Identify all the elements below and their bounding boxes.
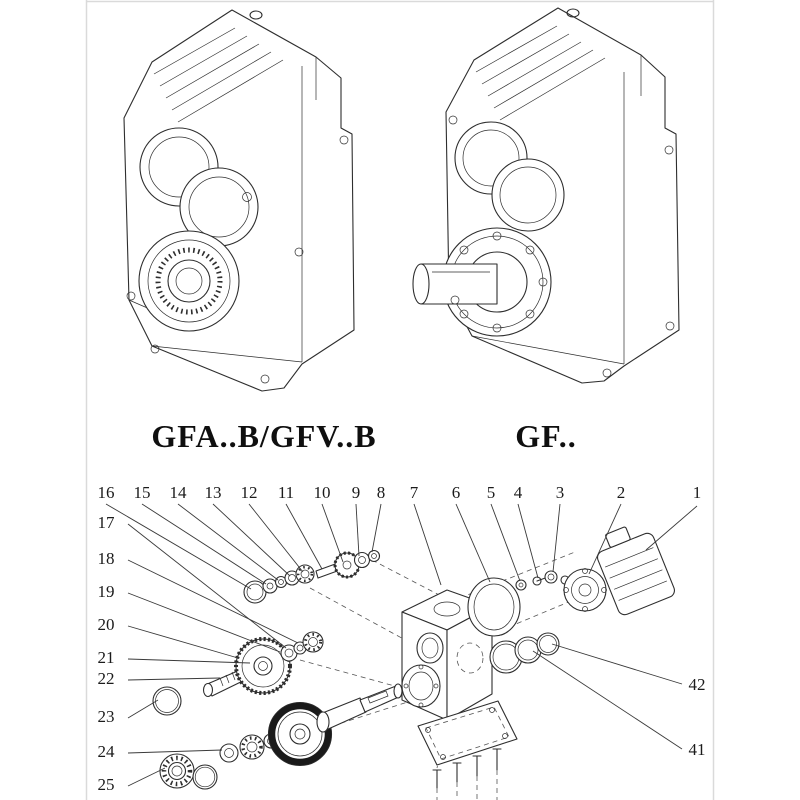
leader-line-17 [127, 523, 287, 649]
callout-6: 6 [452, 483, 461, 502]
snap-ring [192, 764, 218, 790]
caption-right: GF.. [515, 418, 577, 454]
housing-edges [471, 55, 677, 365]
caption-left: GFA..B/GFV..B [151, 418, 376, 454]
leader-line-15 [141, 503, 267, 585]
leader-line-6 [455, 503, 491, 583]
leader-line-18 [127, 559, 299, 644]
callout-18: 18 [98, 549, 115, 568]
upper-bore [416, 632, 444, 664]
callout-1: 1 [693, 483, 702, 502]
terminal-box [605, 526, 631, 548]
callouts-right: 42 41 [689, 675, 706, 759]
gear-housing [401, 589, 493, 721]
output-bearing [138, 230, 240, 332]
page-edges [85, 0, 715, 800]
bolt-holes [126, 135, 349, 384]
seal-ring [152, 686, 182, 716]
callout-22: 22 [98, 669, 115, 688]
leader-line-25 [127, 767, 166, 787]
washer [367, 549, 381, 563]
motor-body [597, 526, 675, 616]
cover-gasket [467, 577, 521, 637]
callout-11: 11 [278, 483, 294, 502]
leader-line-1 [645, 505, 698, 551]
leader-line-24 [127, 749, 223, 754]
fasteners [515, 570, 570, 591]
gearbox-drawing-gfab [123, 9, 355, 392]
callouts-left: 17 18 19 20 21 22 23 24 25 [98, 513, 116, 794]
bolt-holes [448, 115, 675, 378]
input-shaft-parts [243, 549, 381, 604]
callout-19: 19 [98, 582, 115, 601]
leader-line-14 [177, 503, 279, 581]
leader-line-9 [355, 503, 360, 557]
output-gear-cluster [159, 683, 403, 790]
leader-line-19 [127, 592, 281, 653]
callout-7: 7 [410, 483, 419, 502]
washer [515, 579, 527, 591]
leader-line-20 [127, 625, 239, 659]
callout-12: 12 [241, 483, 258, 502]
washer [353, 551, 371, 569]
leader-line-3 [552, 503, 561, 573]
callout-20: 20 [98, 615, 115, 634]
input-bores [454, 121, 565, 232]
washer [219, 743, 239, 763]
leader-line-11 [285, 503, 323, 570]
intermediate-gear-cluster [152, 631, 324, 716]
leader-line-7 [413, 503, 442, 586]
callout-2: 2 [617, 483, 626, 502]
leader-line-2 [588, 503, 622, 575]
callout-14: 14 [170, 483, 188, 502]
callout-24: 24 [98, 742, 116, 761]
leader-line-4 [517, 503, 539, 579]
callout-9: 9 [352, 483, 361, 502]
lifting-eye-hole [249, 10, 263, 20]
callout-15: 15 [134, 483, 151, 502]
cooling-fins [153, 27, 284, 123]
callout-16: 16 [98, 483, 115, 502]
callout-21: 21 [98, 648, 115, 667]
leader-line-22 [127, 677, 221, 681]
callout-42: 42 [689, 675, 706, 694]
leader-line-8 [371, 503, 382, 553]
leader-line-42 [551, 643, 683, 685]
mounting-plate [417, 700, 518, 766]
leader-line-13 [212, 503, 291, 577]
washer [262, 578, 278, 594]
callout-41: 41 [689, 740, 706, 759]
callout-17: 17 [98, 513, 116, 532]
leader-line-23 [127, 699, 159, 719]
cooling-fins [475, 25, 606, 121]
callout-8: 8 [377, 483, 386, 502]
leader-line-16 [105, 503, 252, 590]
callout-5: 5 [487, 483, 496, 502]
gearbox-drawing-gf [412, 7, 680, 384]
motor-flange [563, 568, 607, 612]
leader-line-5 [490, 503, 521, 582]
exploded-view: 16 15 14 13 12 11 10 9 8 7 6 5 4 3 2 1 1… [98, 483, 706, 800]
shim-rings [489, 632, 560, 674]
leader-line-10 [321, 503, 344, 563]
callout-3: 3 [556, 483, 565, 502]
leader-lines [105, 503, 698, 787]
plate-bolts [432, 748, 502, 800]
lifting-eye-hole [566, 8, 580, 18]
callout-25: 25 [98, 775, 115, 794]
callouts-top: 16 15 14 13 12 11 10 9 8 7 6 5 4 3 2 1 [98, 483, 702, 502]
callout-13: 13 [205, 483, 222, 502]
seal [544, 570, 558, 584]
leader-line-21 [127, 658, 251, 664]
keyway [367, 690, 389, 704]
leader-line-41 [532, 650, 683, 750]
housing-edges [128, 57, 353, 363]
leader-line-12 [248, 503, 304, 573]
callout-4: 4 [514, 483, 523, 502]
callout-10: 10 [314, 483, 331, 502]
callout-23: 23 [98, 707, 115, 726]
output-shaft [412, 263, 498, 305]
